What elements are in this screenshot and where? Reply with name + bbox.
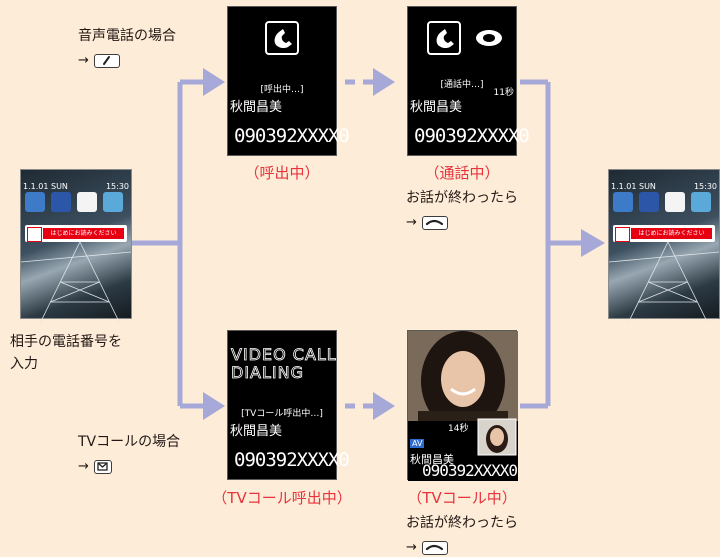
self-view-thumbnail — [477, 418, 517, 456]
tv-talking-number: 090392XXXX0 — [422, 461, 518, 480]
home-time: 15:30 — [105, 182, 129, 191]
call-key-icon — [94, 53, 120, 68]
tv-call-key-hint: → — [78, 456, 112, 475]
app-icon — [639, 192, 659, 212]
tv-talking-name: 秋間昌美 — [410, 453, 454, 466]
video-feed-portrait — [408, 331, 518, 431]
home-time: 15:30 — [693, 182, 717, 191]
notice-icon — [27, 227, 42, 242]
app-icon — [691, 192, 711, 212]
home-screen-end: 1.1.01 SUN 15:30 はじめにお読みください — [608, 169, 720, 323]
talking-end-arrow: → — [406, 215, 417, 230]
tv-call-label: TVコールの場合 — [78, 434, 181, 450]
tv-calling-status: [TVコール呼出中…] — [241, 409, 323, 419]
tv-calling-screen: VIDEO CALL DIALING [TVコール呼出中…] 秋間昌美 0903… — [227, 330, 350, 480]
notice-icon — [615, 227, 630, 242]
connected-icon — [476, 30, 502, 46]
talking-end-label: お話が終わったら — [406, 190, 518, 206]
notice-banner: はじめにお読みください — [25, 225, 127, 242]
calling-status: [呼出中…] — [260, 85, 304, 95]
home-date: 1.1.01 SUN — [23, 182, 68, 191]
app-icon — [665, 192, 685, 212]
app-icon — [25, 192, 45, 212]
mail-key-icon — [94, 459, 112, 474]
talking-screen: [通話中…] 11秒 秋間昌美 090392XXXX0 — [407, 6, 530, 156]
talking-caption: （通話中） — [424, 164, 500, 182]
tv-call-timer: 14秒 — [448, 424, 469, 434]
tv-calling-caption: （TVコール呼出中） — [212, 489, 352, 507]
home-screen-start: 1.1.01 SUN 15:30 はじめにお読みください — [20, 169, 132, 323]
talking-name: 秋間昌美 — [410, 100, 463, 115]
talking-end-key-hint: → — [406, 212, 448, 231]
talking-number: 090392XXXX0 — [414, 125, 530, 147]
home-date: 1.1.01 SUN — [611, 182, 656, 191]
tower-wallpaper — [608, 241, 720, 323]
phone-handset-icon — [427, 21, 461, 55]
phone-handset-icon — [265, 21, 299, 55]
input-label-line1: 相手の電話番号を — [10, 334, 122, 350]
tv-end-label: お話が終わったら — [406, 515, 518, 531]
app-icon — [77, 192, 97, 212]
calling-screen: [呼出中…] 秋間昌美 090392XXXX0 — [227, 6, 350, 156]
app-icon — [51, 192, 71, 212]
video-call-title-2: DIALING — [231, 363, 304, 383]
talking-status: [通話中…] — [440, 80, 484, 90]
tv-talking-screen: 14秒 AV 秋間昌美 090392XXXX0 — [407, 330, 518, 481]
voice-call-arrow: → — [78, 53, 89, 68]
tower-wallpaper — [20, 241, 132, 323]
tv-call-arrow: → — [78, 459, 89, 474]
tv-end-key-hint: → — [406, 537, 448, 556]
end-call-key-icon — [422, 540, 448, 555]
notice-text: はじめにお読みください — [631, 228, 712, 239]
caller-name: 秋間昌美 — [230, 100, 283, 115]
voice-call-label: 音声電話の場合 — [78, 28, 176, 44]
app-icon — [613, 192, 633, 212]
av-badge: AV — [410, 439, 425, 448]
calling-caption: （呼出中） — [244, 164, 320, 182]
tv-dialed-number: 090392XXXX0 — [234, 449, 350, 471]
tv-caller-name: 秋間昌美 — [230, 424, 283, 439]
notice-banner: はじめにお読みください — [613, 225, 715, 242]
input-label-line2: 入力 — [10, 356, 38, 372]
app-icon — [103, 192, 123, 212]
notice-text: はじめにお読みください — [43, 228, 124, 239]
voice-call-key-hint: → — [78, 50, 120, 69]
dialed-number: 090392XXXX0 — [234, 125, 350, 147]
video-call-title-1: VIDEO CALL — [231, 345, 337, 365]
call-timer: 11秒 — [493, 88, 514, 98]
tv-talking-caption: （TVコール中） — [407, 489, 517, 507]
tv-end-arrow: → — [406, 540, 417, 555]
end-call-key-icon — [422, 215, 448, 230]
